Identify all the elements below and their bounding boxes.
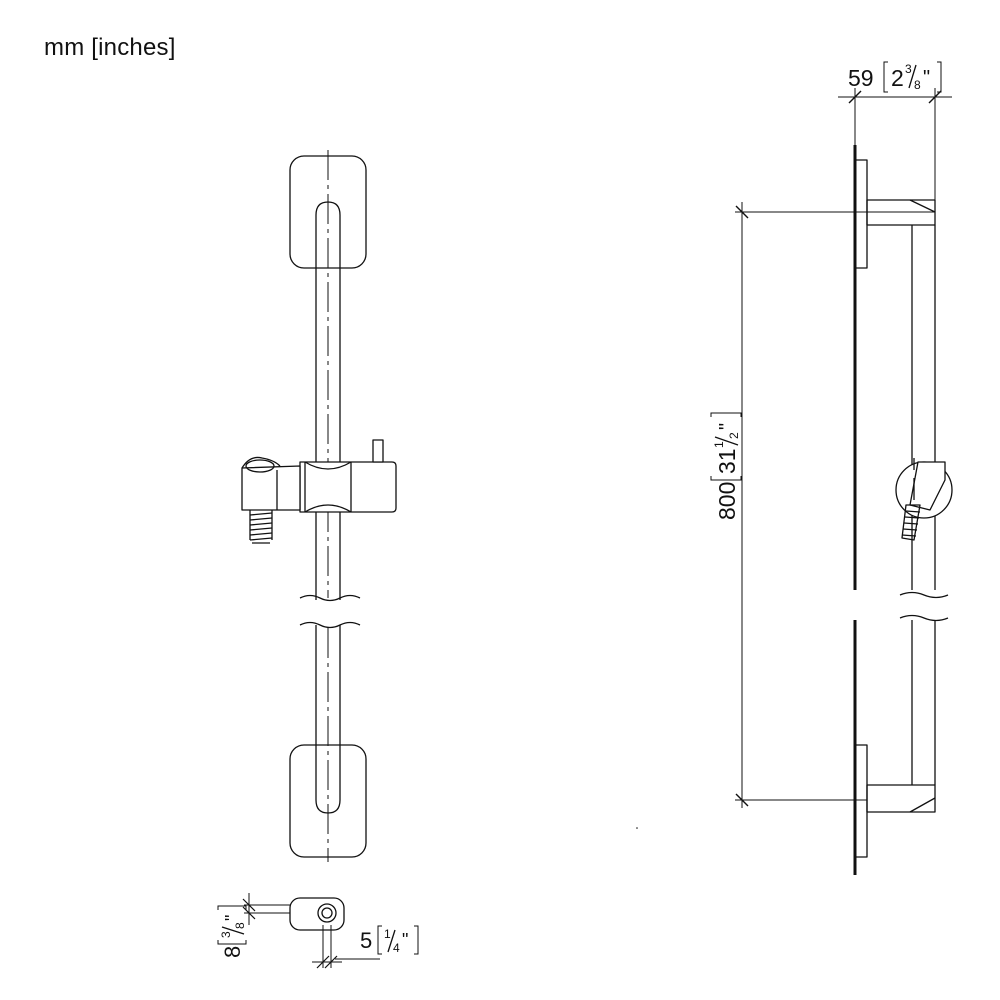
dim-length-inch-den: 2	[727, 432, 741, 439]
dim-wall-inch-mark: "	[222, 915, 242, 921]
bottom-detail	[242, 893, 380, 969]
side-bottom-arm	[866, 784, 936, 813]
dim-length-inch-num: 1	[712, 441, 726, 448]
dim-length-label: 800 31 1 2 "	[710, 412, 742, 520]
dim-offset-label: 5 1 4 "	[360, 925, 419, 955]
dim-wall-inch-num: 3	[219, 931, 233, 938]
dim-offset-mm: 5	[360, 928, 372, 953]
dim-offset-inch-num: 1	[384, 927, 391, 941]
dim-length-inch-mark: "	[716, 423, 738, 430]
dim-offset-inch-den: 4	[393, 941, 400, 955]
break-lines	[299, 594, 361, 629]
side-top-mount	[854, 159, 868, 269]
dim-wall-label: 8 3 8 "	[217, 905, 247, 958]
side-view	[735, 88, 953, 875]
dim-depth-inch-whole: 2	[891, 65, 904, 91]
front-view	[241, 150, 397, 862]
side-holder	[895, 458, 953, 541]
units-label: mm [inches]	[44, 34, 176, 61]
dim-depth-label: 59 2 3 8 "	[848, 61, 942, 93]
dim-depth-inch-den: 8	[914, 78, 921, 92]
dim-length-inch-whole: 31	[714, 448, 740, 474]
dim-depth-inch-num: 3	[905, 62, 912, 76]
dim-wall-mm: 8	[220, 946, 245, 958]
dim-length-mm: 800	[714, 482, 740, 520]
slider-holder	[241, 439, 397, 544]
side-bottom-mount	[854, 744, 868, 858]
dim-depth-inch-mark: "	[923, 67, 930, 89]
dim-depth-mm: 59	[848, 65, 874, 91]
dim-wall-inch-den: 8	[233, 922, 247, 929]
dim-offset-inch-mark: "	[402, 930, 408, 950]
